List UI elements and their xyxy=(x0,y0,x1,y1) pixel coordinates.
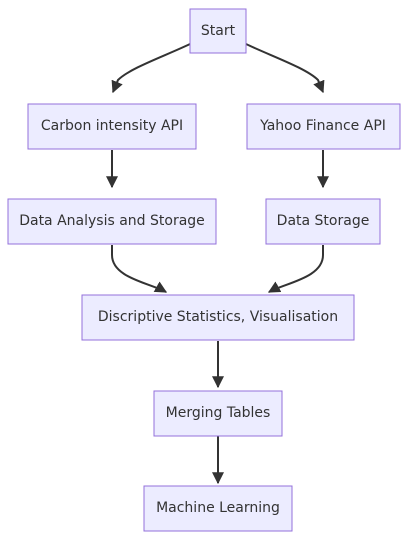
node-yahoo-api-label: Yahoo Finance API xyxy=(259,118,386,134)
node-start-box xyxy=(189,8,247,54)
node-yahoo-api-box xyxy=(246,103,401,150)
node-data-storage-box xyxy=(265,198,381,245)
node-stats-vis-label: Discriptive Statistics, Visualisation xyxy=(98,309,338,325)
node-data-storage-label: Data Storage xyxy=(277,213,370,229)
node-merging-tables-box xyxy=(153,390,283,437)
node-machine-learning-box xyxy=(143,485,293,532)
node-merging-tables: Merging Tables xyxy=(153,390,283,437)
node-start: Start xyxy=(189,8,247,54)
node-data-analysis-storage-box xyxy=(7,198,217,245)
edge-data-analysis-storage-to-stats-vis xyxy=(111,245,168,293)
node-carbon-api-box xyxy=(27,103,197,150)
node-stats-vis: Discriptive Statistics, Visualisation xyxy=(81,294,355,341)
node-merging-tables-label: Merging Tables xyxy=(166,405,271,421)
edge-start-to-carbon-api xyxy=(111,43,191,94)
node-data-analysis-storage-label: Data Analysis and Storage xyxy=(19,213,205,229)
node-yahoo-api: Yahoo Finance API xyxy=(246,103,401,150)
node-start-label: Start xyxy=(201,23,236,39)
node-carbon-api: Carbon intensity API xyxy=(27,103,197,150)
node-data-analysis-storage: Data Analysis and Storage xyxy=(7,198,217,245)
edge-start-to-yahoo-api xyxy=(245,43,325,94)
node-stats-vis-box xyxy=(81,294,355,341)
node-carbon-api-label: Carbon intensity API xyxy=(41,118,183,134)
edge-data-storage-to-stats-vis xyxy=(267,245,324,293)
node-data-storage: Data Storage xyxy=(265,198,381,245)
node-machine-learning: Machine Learning xyxy=(143,485,293,532)
node-machine-learning-label: Machine Learning xyxy=(156,500,280,516)
